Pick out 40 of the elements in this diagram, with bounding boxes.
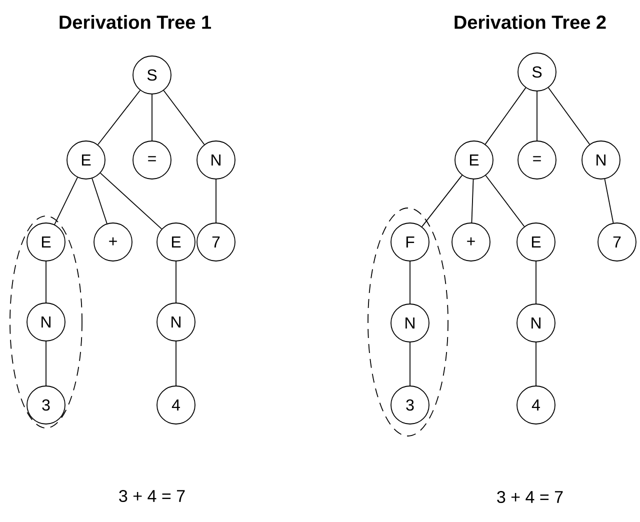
expression-label: 3 + 4 = 7	[497, 490, 563, 504]
tree-node: 7	[598, 222, 636, 262]
tree-edge	[548, 87, 590, 145]
tree-node: =	[518, 140, 556, 180]
tree-edge	[54, 177, 78, 225]
tree-node: 4	[156, 386, 196, 424]
tree-node: N	[156, 302, 196, 342]
tree-node: +	[94, 222, 132, 262]
tree-edge	[604, 178, 614, 224]
tree-node: 3	[26, 386, 66, 424]
expression-label: 3 + 4 = 7	[119, 490, 185, 502]
tree-edge	[536, 91, 538, 141]
tree-title: Derivation Tree 1	[60, 15, 212, 29]
tree-node: F	[390, 222, 430, 262]
tree-node: N	[516, 304, 556, 342]
tree-node: N	[26, 302, 66, 342]
tree-node: N	[196, 140, 236, 180]
tree-edge	[471, 178, 474, 223]
tree-title: Derivation Tree 2	[454, 15, 606, 29]
tree-node: +	[452, 222, 490, 262]
tree-node: N	[390, 304, 430, 342]
tree-node: N	[582, 140, 620, 180]
tree-node: =	[132, 140, 172, 180]
tree-edge	[97, 90, 141, 146]
tree-node: S	[132, 56, 172, 94]
tree-edge	[100, 172, 162, 230]
tree-node: 3	[390, 386, 430, 424]
tree-edge	[92, 178, 108, 224]
tree-node: E	[516, 222, 556, 262]
tree-node: 4	[516, 386, 556, 424]
tree-node: E	[454, 140, 494, 180]
tree-edge	[163, 90, 205, 145]
tree-edge	[485, 175, 525, 227]
tree-edge	[484, 87, 526, 145]
tree-edge	[422, 174, 462, 228]
tree-node: 7	[196, 222, 236, 262]
tree-node: E	[66, 140, 106, 180]
tree-node: S	[518, 52, 556, 92]
tree-node: E	[156, 222, 196, 262]
tree-node: E	[26, 222, 66, 262]
